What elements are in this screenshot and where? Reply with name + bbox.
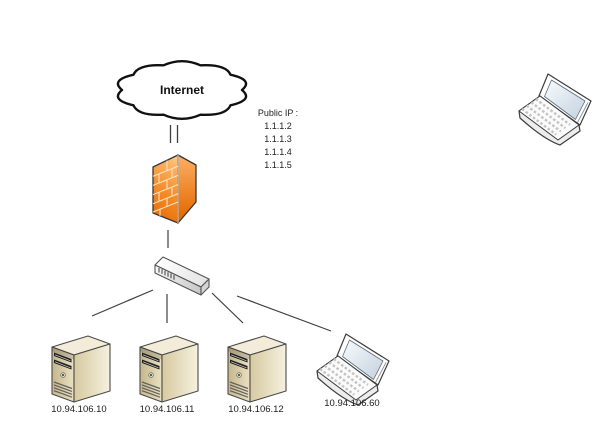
public-ip-address: 1.1.1.4	[264, 147, 292, 157]
lan-laptop-label: 10.94.106.60	[324, 398, 380, 409]
server-icon	[227, 335, 287, 403]
public-ip-address: 1.1.1.3	[264, 134, 292, 144]
edge-switch-server-1	[91, 289, 154, 317]
edge-switch-server-3	[211, 292, 244, 324]
edge-switch-lan-laptop	[236, 295, 332, 332]
internet-label: Internet	[159, 83, 204, 97]
firewall-icon	[152, 154, 197, 224]
cloud-icon	[116, 59, 248, 121]
public-ip-address: 1.1.1.2	[264, 121, 292, 131]
public-ip-address: 1.1.1.5	[264, 160, 292, 170]
edge-internet-firewall	[169, 125, 179, 143]
server-icon	[139, 335, 199, 403]
laptop-icon	[315, 332, 391, 407]
server-1-label: 10.94.106.10	[51, 404, 107, 415]
public-ip-title: Public IP :	[257, 108, 299, 118]
server-3-label: 10.94.106.12	[228, 404, 284, 415]
switch-icon	[154, 256, 210, 296]
server-2-label: 10.94.106.11	[139, 404, 195, 415]
laptop-icon	[517, 72, 593, 147]
public-ip-annotation: Public IP : 1.1.1.2 1.1.1.3 1.1.1.4 1.1.…	[249, 107, 307, 172]
server-icon	[51, 335, 111, 403]
